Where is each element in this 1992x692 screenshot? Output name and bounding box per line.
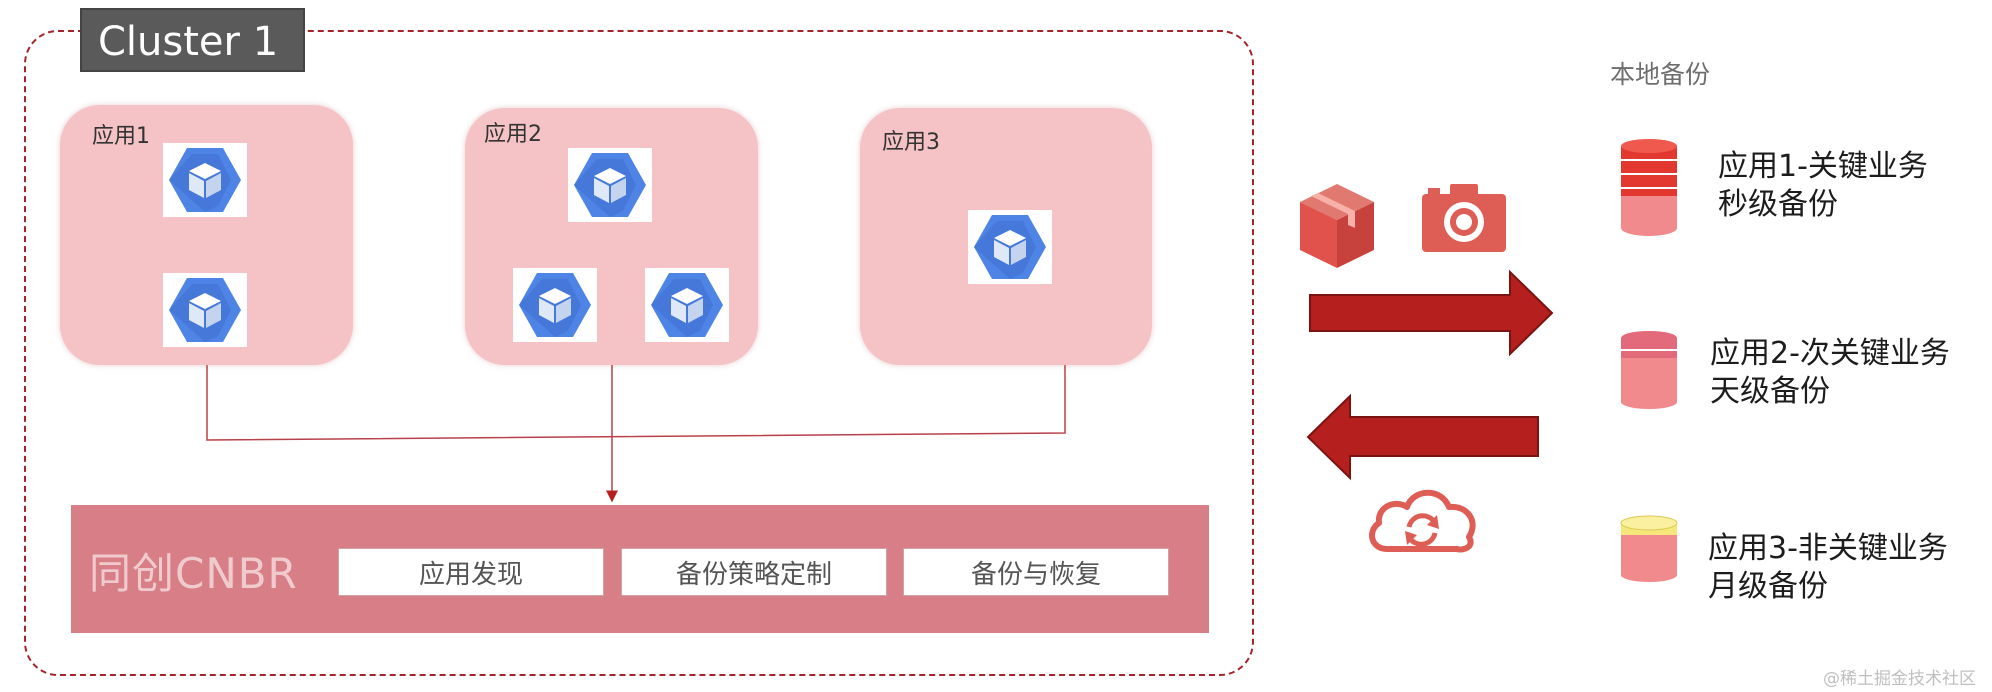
cluster-frame — [24, 30, 1254, 676]
backup-item-3-line2: 月级备份 — [1708, 569, 1828, 604]
kubernetes-cube-icon — [568, 148, 652, 222]
database-icon — [1621, 331, 1677, 409]
kubernetes-cube-icon — [968, 210, 1052, 284]
cluster-title: Cluster 1 — [80, 8, 305, 72]
feature-app-discovery: 应用发现 — [338, 548, 604, 596]
feature-backup-policy: 备份策略定制 — [621, 548, 887, 596]
backup-item-1: 应用1-关键业务 秒级备份 — [1718, 148, 1928, 224]
kubernetes-cube-icon — [163, 143, 247, 217]
watermark: @稀土掘金技术社区 — [1823, 669, 1976, 689]
app-label-3: 应用3 — [882, 130, 940, 155]
app-label-1: 应用1 — [92, 124, 150, 149]
backup-item-2: 应用2-次关键业务 天级备份 — [1710, 335, 1950, 411]
local-backup-title: 本地备份 — [1610, 60, 1711, 89]
backup-item-2-line1: 应用2-次关键业务 — [1710, 336, 1950, 371]
package-box-icon — [1300, 184, 1374, 268]
database-icon — [1621, 139, 1677, 236]
database-icon — [1620, 515, 1678, 582]
backup-item-3: 应用3-非关键业务 月级备份 — [1708, 530, 1948, 606]
restore-arrow-left-icon — [1306, 393, 1539, 481]
feature-backup-restore: 备份与恢复 — [903, 548, 1169, 596]
backup-item-1-line1: 应用1-关键业务 — [1718, 149, 1928, 184]
backup-item-3-line1: 应用3-非关键业务 — [1708, 531, 1948, 566]
camera-icon — [1422, 184, 1506, 252]
kubernetes-cube-icon — [163, 273, 247, 347]
kubernetes-cube-icon — [513, 268, 597, 342]
cnbr-title: 同创CNBR — [89, 549, 298, 598]
backup-arrow-right-icon — [1309, 269, 1554, 357]
backup-item-2-line2: 天级备份 — [1710, 374, 1830, 409]
cloud-sync-icon — [1369, 489, 1476, 553]
backup-item-1-line2: 秒级备份 — [1718, 187, 1838, 222]
kubernetes-cube-icon — [645, 268, 729, 342]
app-label-2: 应用2 — [484, 122, 542, 147]
